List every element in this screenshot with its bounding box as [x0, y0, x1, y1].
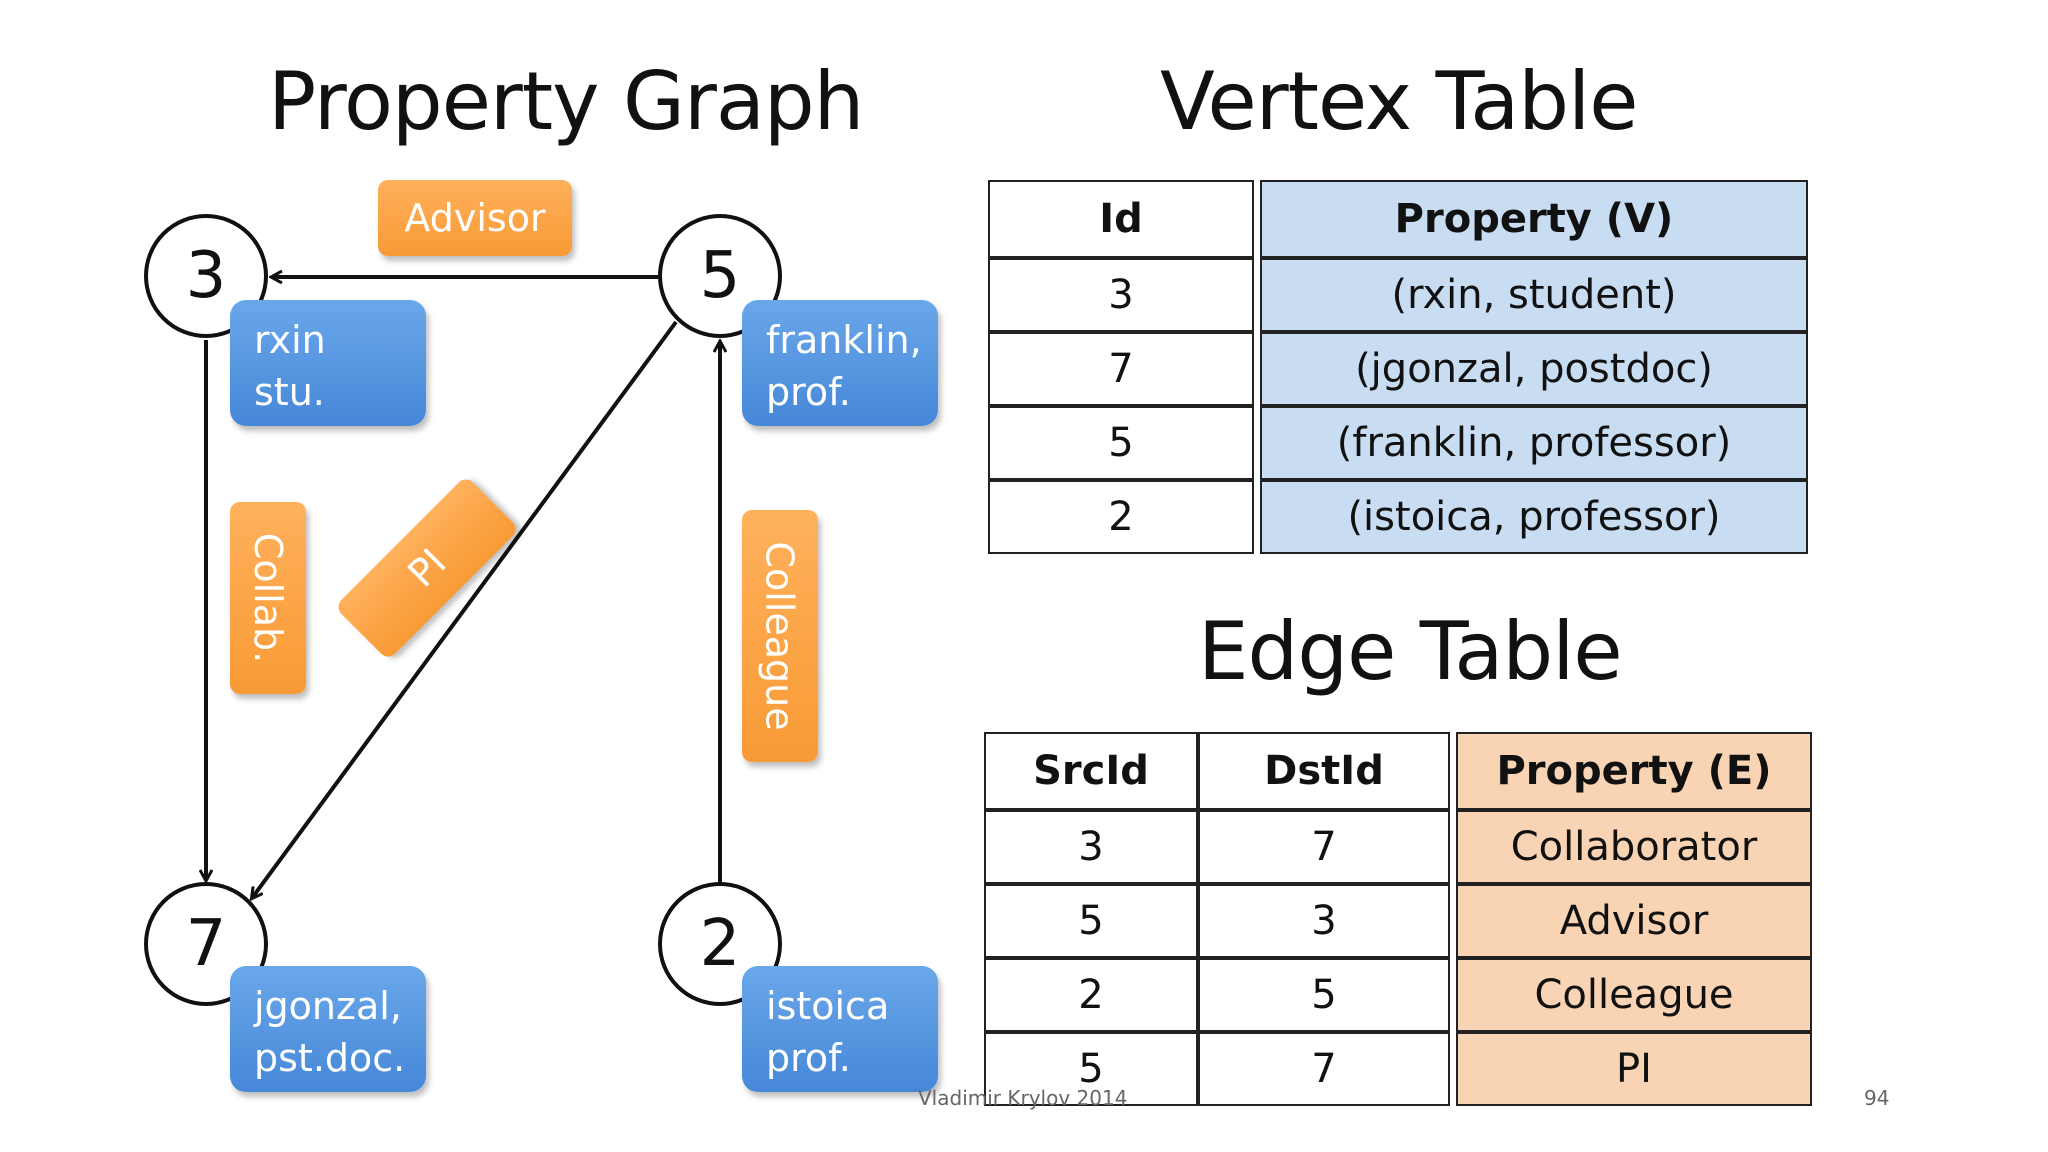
edge-table-gap	[1450, 884, 1456, 958]
vertex-cell-property: (rxin, student)	[1260, 258, 1808, 332]
vertex-label-2-line1: istoica	[766, 984, 890, 1028]
edge-header-dstid: DstId	[1198, 732, 1450, 810]
edge-cell-srcid: 5	[984, 884, 1198, 958]
edge-cell-dstid: 7	[1198, 1032, 1450, 1106]
edge-cell-srcid: 5	[984, 1032, 1198, 1106]
edge-header-property: Property (E)	[1456, 732, 1812, 810]
vertex-table-row: 7 (jgonzal, postdoc)	[988, 332, 1808, 406]
edge-table-title: Edge Table	[1198, 605, 1623, 698]
edge-label-advisor: Advisor	[378, 180, 572, 256]
edge-cell-srcid: 2	[984, 958, 1198, 1032]
vertex-label-2-line2: prof.	[766, 1036, 851, 1080]
node-5-id: 5	[699, 239, 741, 313]
edge-table-row: 5 7 PI	[984, 1032, 1812, 1106]
vertex-table-gap	[1254, 406, 1260, 480]
vertex-label-3-line1: rxin	[254, 318, 326, 362]
vertex-table-gap	[1254, 480, 1260, 554]
property-graph-title: Property Graph	[268, 55, 864, 148]
edge-header-srcid: SrcId	[984, 732, 1198, 810]
edge-label-colleague-text: Colleague	[758, 541, 802, 731]
node-2-id: 2	[699, 907, 741, 981]
vertex-label-5-line2: prof.	[766, 370, 851, 414]
vertex-label-7-line2: pst.doc.	[254, 1036, 406, 1080]
edge-cell-property: PI	[1456, 1032, 1812, 1106]
vertex-table-title: Vertex Table	[1160, 55, 1638, 148]
vertex-table-row: 2 (istoica, professor)	[988, 480, 1808, 554]
vertex-header-property: Property (V)	[1260, 180, 1808, 258]
vertex-label-5-line1: franklin,	[766, 318, 922, 362]
edge-label-collab: Collab.	[230, 502, 306, 694]
edge-table-row: 5 3 Advisor	[984, 884, 1812, 958]
vertex-label-3-line2: stu.	[254, 370, 325, 414]
vertex-label-7: jgonzal, pst.doc.	[230, 966, 426, 1092]
node-3-id: 3	[185, 239, 227, 313]
edge-table: SrcId DstId Property (E) 3 7 Collaborato…	[984, 732, 1812, 1106]
edge-cell-property: Advisor	[1456, 884, 1812, 958]
edge-cell-srcid: 3	[984, 810, 1198, 884]
vertex-cell-property: (franklin, professor)	[1260, 406, 1808, 480]
edge-cell-dstid: 7	[1198, 810, 1450, 884]
vertex-cell-property: (jgonzal, postdoc)	[1260, 332, 1808, 406]
vertex-table-row: 5 (franklin, professor)	[988, 406, 1808, 480]
edge-table-gap	[1450, 1032, 1456, 1106]
vertex-cell-id: 2	[988, 480, 1254, 554]
node-3: 3	[144, 214, 268, 338]
footer-author: Vladimir Krylov 2014	[918, 1086, 1128, 1110]
vertex-cell-id: 3	[988, 258, 1254, 332]
edge-table-row: 2 5 Colleague	[984, 958, 1812, 1032]
vertex-table: Id Property (V) 3 (rxin, student) 7 (jgo…	[988, 180, 1808, 554]
vertex-table-row: 3 (rxin, student)	[988, 258, 1808, 332]
edge-5-to-7	[252, 320, 678, 898]
vertex-table-gap	[1254, 180, 1260, 258]
vertex-table-header: Id Property (V)	[988, 180, 1808, 258]
edge-cell-dstid: 5	[1198, 958, 1450, 1032]
edge-cell-property: Colleague	[1456, 958, 1812, 1032]
vertex-table-gap	[1254, 258, 1260, 332]
edge-table-gap	[1450, 810, 1456, 884]
node-7-id: 7	[185, 907, 227, 981]
page-number: 94	[1864, 1086, 1890, 1110]
vertex-cell-id: 7	[988, 332, 1254, 406]
edge-cell-property: Collaborator	[1456, 810, 1812, 884]
vertex-label-3: rxin stu.	[230, 300, 426, 426]
edge-label-colleague: Colleague	[742, 510, 818, 762]
vertex-label-7-line1: jgonzal,	[254, 984, 402, 1028]
edge-table-gap	[1450, 958, 1456, 1032]
vertex-label-5: franklin, prof.	[742, 300, 938, 426]
edge-table-gap	[1450, 732, 1456, 810]
vertex-cell-id: 5	[988, 406, 1254, 480]
vertex-cell-property: (istoica, professor)	[1260, 480, 1808, 554]
edge-label-pi-text: PI	[399, 540, 455, 596]
edge-label-collab-text: Collab.	[246, 532, 291, 664]
edge-table-header: SrcId DstId Property (E)	[984, 732, 1812, 810]
edge-table-row: 3 7 Collaborator	[984, 810, 1812, 884]
vertex-header-id: Id	[988, 180, 1254, 258]
vertex-table-gap	[1254, 332, 1260, 406]
edge-cell-dstid: 3	[1198, 884, 1450, 958]
vertex-label-2: istoica prof.	[742, 966, 938, 1092]
